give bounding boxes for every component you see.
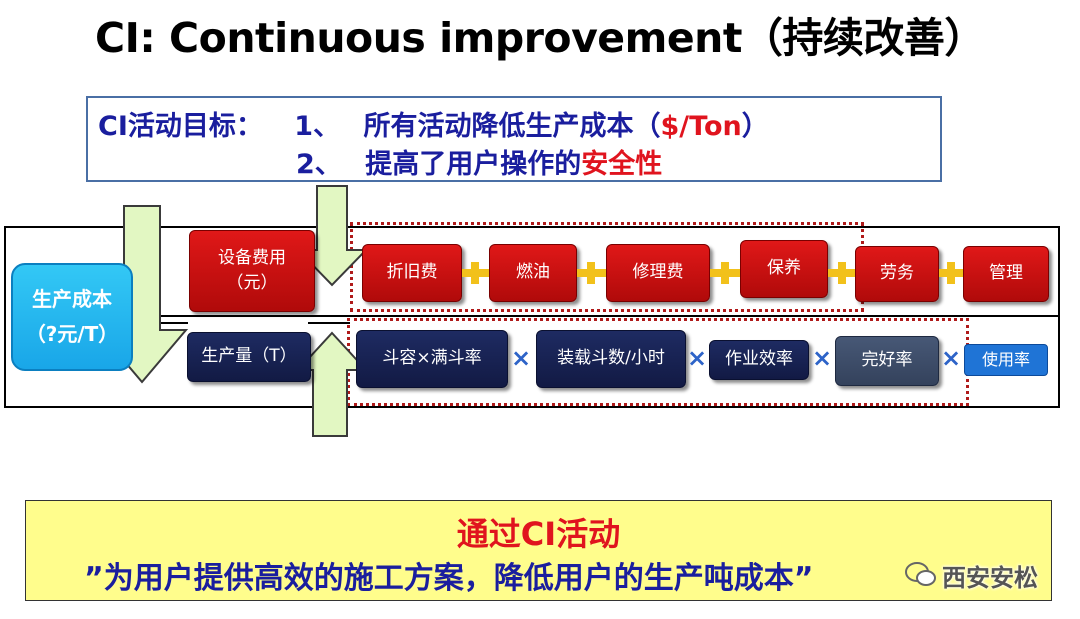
goal-item1-text: 所有活动降低生产成本（ [363, 111, 661, 142]
times-icon: × [812, 344, 833, 372]
goal-label: CI活动目标： [98, 111, 263, 142]
volume-item-label: 装载斗数/小时 [557, 348, 665, 369]
volume-item-label: 使用率 [981, 350, 1030, 369]
cost-item-label: 折旧费 [386, 262, 438, 283]
cost-item-label: 保养 [767, 258, 801, 279]
volume-item-label: 作业效率 [725, 349, 793, 370]
volume-item-label: 完好率 [861, 350, 913, 371]
plus-icon [462, 262, 489, 284]
times-icon: × [511, 344, 532, 372]
plus-icon [828, 262, 855, 284]
volume-item-buckets-per-hour: 装载斗数/小时 [536, 330, 686, 388]
production-cost-box: 生产成本 （?元/T） [11, 263, 133, 371]
conclusion-title: 通过CI活动 [456, 515, 621, 553]
production-cost-unit: （?元/T） [25, 322, 119, 346]
cost-item-depreciation: 折旧费 [362, 244, 462, 302]
times-icon: × [687, 344, 708, 372]
goal-item1-highlight: $/Ton [660, 111, 742, 142]
cost-item-label: 劳务 [880, 263, 914, 284]
goal-box: CI活动目标： 1、 所有活动降低生产成本（$/Ton） 2、 提高了用户操作的… [86, 96, 942, 182]
cost-item-repair: 修理费 [606, 244, 710, 302]
plus-icon [710, 262, 740, 284]
cost-item-fuel: 燃油 [489, 244, 577, 302]
equipment-cost-box: 设备费用 （元） [189, 230, 315, 312]
equipment-cost-unit: （元） [226, 273, 278, 293]
goal-item1-number: 1、 [294, 111, 341, 142]
goal-item2-text: 提高了用户操作的 [365, 149, 582, 180]
cost-item-label: 修理费 [632, 262, 684, 283]
goal-item1-end: ） [741, 111, 769, 142]
goal-item2-highlight: 安全性 [581, 149, 663, 180]
cost-item-maintenance: 保养 [740, 240, 828, 298]
cost-item-label: 燃油 [516, 262, 550, 283]
plus-icon [577, 262, 606, 284]
equipment-cost-label: 设备费用 [218, 247, 286, 268]
plus-icon [939, 262, 963, 284]
volume-item-label: 斗容×满斗率 [382, 348, 482, 369]
times-icon: × [941, 344, 962, 372]
watermark-text: 西安安松 [942, 563, 1038, 592]
conclusion-banner: 通过CI活动 ”为用户提供高效的施工方案，降低用户的生产吨成本” [25, 500, 1052, 601]
production-volume-box: 生产量（T） [187, 332, 311, 382]
conclusion-text: ”为用户提供高效的施工方案，降低用户的生产吨成本” [84, 561, 814, 596]
production-volume-label: 生产量（T） [201, 346, 297, 367]
goal-line-2: 2、 提高了用户操作的安全性 [296, 142, 662, 181]
volume-item-availability: 完好率 [835, 336, 939, 386]
goal-item2-number: 2、 [296, 149, 342, 180]
production-cost-label: 生产成本 [32, 287, 112, 311]
cost-item-management: 管理 [963, 246, 1049, 302]
volume-item-work-efficiency: 作业效率 [709, 340, 809, 380]
wechat-icon [905, 562, 936, 586]
goal-line-1: CI活动目标： 1、 所有活动降低生产成本（$/Ton） [98, 104, 769, 143]
cost-item-labor: 劳务 [855, 246, 939, 302]
cost-item-label: 管理 [989, 263, 1023, 284]
volume-item-utilization: 使用率 [964, 344, 1048, 376]
watermark: 西安安松 [904, 558, 1074, 592]
volume-item-bucket-capacity: 斗容×满斗率 [356, 330, 508, 388]
page-title: CI: Continuous improvement（持续改善） [95, 14, 985, 62]
